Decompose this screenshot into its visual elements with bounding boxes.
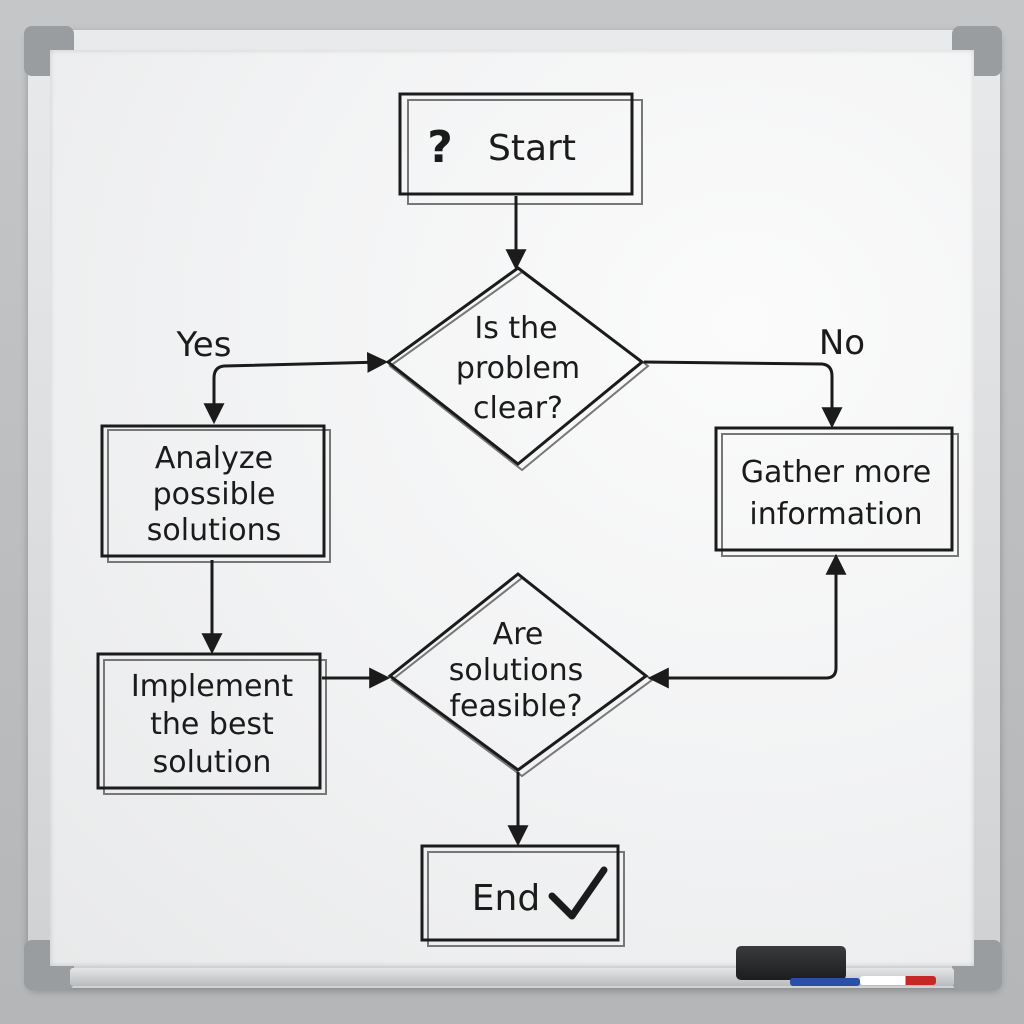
svg-text:?: ? xyxy=(427,122,453,173)
implement-line-2: the best xyxy=(150,707,274,742)
decision-clear-line-2: problem xyxy=(456,351,580,386)
edge-no-to-gather xyxy=(643,360,843,429)
checkmark-icon xyxy=(548,866,608,920)
analyze-line-2: possible xyxy=(153,477,276,512)
decision-feasible-line-1: Are xyxy=(493,617,544,652)
implement-line-3: solution xyxy=(153,745,272,780)
red-marker xyxy=(860,976,936,985)
eraser xyxy=(736,946,846,980)
decision-problem-clear: Is the problem clear? xyxy=(385,266,650,472)
decision-solutions-feasible: Are solutions feasible? xyxy=(387,572,654,778)
end-node: End xyxy=(420,844,625,947)
decision-clear-line-1: Is the xyxy=(474,311,557,346)
start-label: Start xyxy=(488,128,576,169)
analyze-node: Analyze possible solutions xyxy=(100,424,331,563)
no-label: No xyxy=(819,323,865,363)
decision-feasible-line-3: feasible? xyxy=(449,689,582,724)
gather-node: Gather more information xyxy=(714,426,959,557)
whiteboard-surface xyxy=(50,50,974,966)
implement-node: Implement the best solution xyxy=(96,652,327,795)
marker-tray xyxy=(70,968,954,986)
analyze-line-1: Analyze xyxy=(155,441,273,476)
end-label: End xyxy=(472,878,540,919)
edge-yes-to-analyze xyxy=(203,351,389,425)
start-node: ? Start xyxy=(398,92,643,205)
decision-feasible-line-2: solutions xyxy=(449,653,583,688)
question-mark-icon: ? xyxy=(427,122,453,173)
yes-label: Yes xyxy=(176,325,232,365)
analyze-line-3: solutions xyxy=(147,513,281,548)
gather-line-2: information xyxy=(749,497,922,532)
implement-line-1: Implement xyxy=(131,669,294,704)
decision-clear-line-3: clear? xyxy=(473,391,563,426)
blue-marker xyxy=(790,978,860,986)
edge-feasible-to-gather xyxy=(647,553,847,689)
gather-line-1: Gather more xyxy=(741,455,931,490)
